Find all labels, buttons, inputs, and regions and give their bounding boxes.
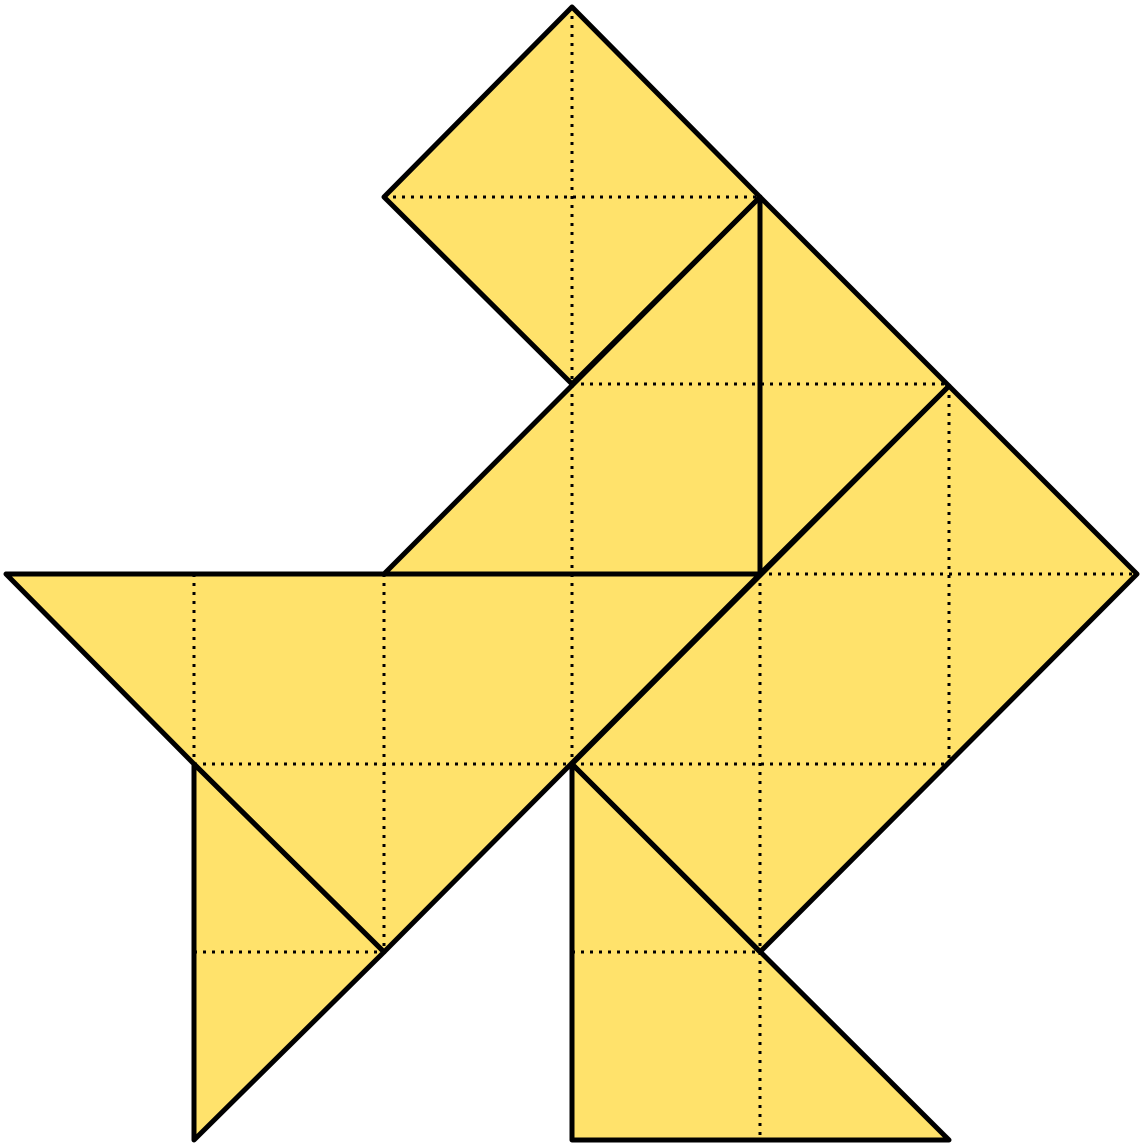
tangram-figure	[0, 0, 1141, 1146]
